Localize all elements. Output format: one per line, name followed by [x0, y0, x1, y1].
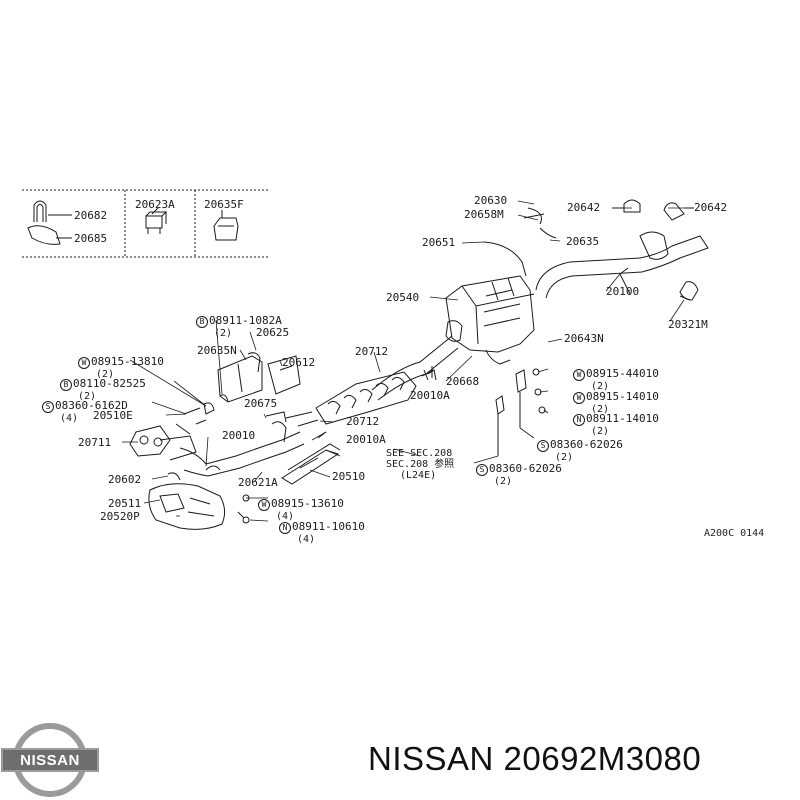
- u-bolt-icon: [27, 200, 72, 245]
- part-20010A-upper: 20010A: [410, 389, 450, 402]
- catalyst-converter: [148, 465, 245, 530]
- part-20643N: 20643N: [564, 332, 604, 345]
- part-20711: 20711: [78, 436, 112, 449]
- clamp-icon: [145, 207, 168, 234]
- part-20520P: 20520P: [100, 510, 140, 523]
- part-20602: 20602: [108, 473, 142, 486]
- part-20540: 20540: [386, 291, 420, 304]
- header-box: [22, 189, 268, 258]
- part-20642-left: 20642: [567, 201, 601, 214]
- part-20623A: 20623A: [135, 198, 175, 211]
- part-20625: 20625: [256, 326, 290, 339]
- part-20511: 20511: [108, 497, 142, 510]
- part-20682: 20682: [74, 209, 108, 222]
- nissan-logo-text: NISSAN: [20, 752, 80, 769]
- see-section-note: SEE SEC.208 SEC.208 参照 (L24E): [386, 448, 455, 481]
- part-20100: 20100: [606, 285, 640, 298]
- diagram-code: A200C 0144: [704, 528, 765, 539]
- part-20642-right: 20642: [694, 201, 728, 214]
- manifold-flange: [129, 423, 197, 461]
- part-20010: 20010: [222, 429, 256, 442]
- part-20612: 20612: [282, 356, 316, 369]
- part-20510E: 20510E: [93, 409, 133, 422]
- insulator-icon: [213, 210, 239, 241]
- main-muffler: [445, 275, 535, 365]
- front-tube: [179, 411, 305, 477]
- leader-lines: [122, 200, 690, 522]
- part-20630: 20630: [474, 194, 508, 207]
- part-20621A: 20621A: [238, 476, 278, 489]
- part-number-title: NISSAN 20692M3080: [368, 740, 702, 777]
- part-20712-lower: 20712: [346, 415, 380, 428]
- nissan-logo-icon: [1, 723, 99, 797]
- part-20321M: 20321M: [668, 318, 708, 331]
- part-20635: 20635: [566, 235, 600, 248]
- heat-shield: [281, 443, 341, 485]
- part-20635N: 20635N: [197, 344, 237, 357]
- part-20651: 20651: [422, 236, 456, 249]
- part-20658M: 20658M: [464, 208, 504, 221]
- part-20685: 20685: [74, 232, 108, 245]
- mount-bracket: [183, 352, 301, 425]
- part-20510: 20510: [332, 470, 366, 483]
- tail-pipe: [535, 231, 709, 301]
- part-20635F: 20635F: [204, 198, 244, 211]
- part-20675: 20675: [244, 397, 278, 410]
- part-20010A-lower: 20010A: [346, 433, 386, 446]
- part-20712-upper: 20712: [355, 345, 389, 358]
- bolts-and-studs: [242, 366, 546, 524]
- part-20668: 20668: [446, 375, 480, 388]
